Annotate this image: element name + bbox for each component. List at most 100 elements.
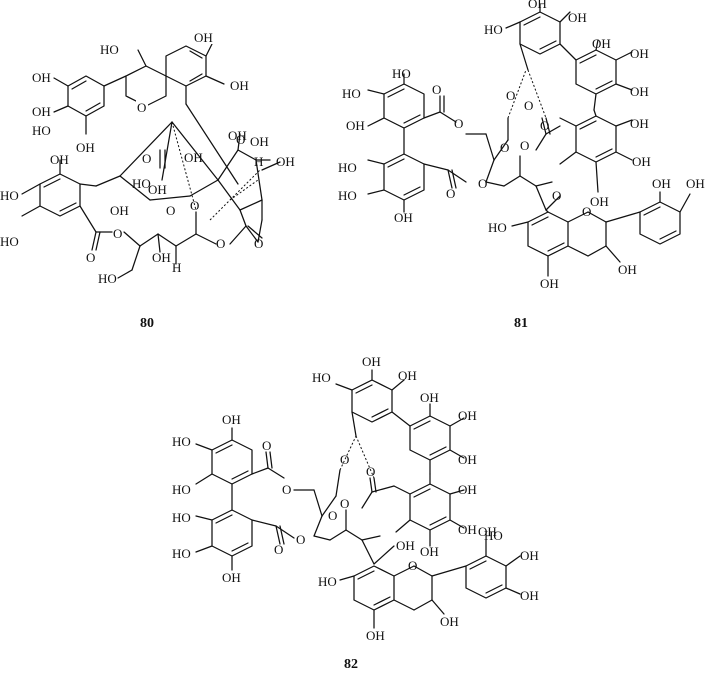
atom-label: HO: [172, 434, 191, 449]
atom-label: O: [540, 118, 549, 133]
atom-label: H: [172, 260, 181, 275]
atom-label: OH: [230, 78, 249, 93]
atom-label: HO: [484, 22, 503, 37]
atom-label: O: [254, 236, 263, 251]
atom-label: HO: [0, 234, 19, 249]
atom-label: HO: [338, 160, 357, 175]
atom-label: OH: [520, 588, 539, 603]
atom-label: O: [506, 88, 515, 103]
atom-label: HO: [342, 86, 361, 101]
atom-label: OH: [630, 84, 649, 99]
atom-label: OH: [394, 210, 413, 225]
atom-label: HO: [0, 188, 19, 203]
atom-label: OH: [528, 0, 547, 11]
atom-label: O: [262, 438, 271, 453]
atom-label: O: [137, 100, 146, 115]
atom-label: OH: [228, 128, 247, 143]
atom-label: OH: [110, 203, 129, 218]
atom-label: HO: [98, 271, 117, 286]
atom-label: OH: [630, 116, 649, 131]
atom-label: HO: [312, 370, 331, 385]
atom-label: OH: [632, 154, 651, 169]
atom-label: OH: [396, 538, 415, 553]
atom-label: OH: [152, 250, 171, 265]
atom-label: HO: [488, 220, 507, 235]
atom-label: OH: [458, 408, 477, 423]
atom-label: OH: [440, 614, 459, 629]
atom-label: HO: [318, 574, 337, 589]
atom-label: HO: [132, 176, 151, 191]
atom-label: O: [86, 250, 95, 265]
atom-label: OH: [50, 152, 69, 167]
atom-label: HO: [172, 510, 191, 525]
compound-number-81: 81: [514, 316, 528, 331]
compound-80-structure: OH HO OH OH OH HO OH OH OH O O HO OH OH …: [0, 30, 295, 331]
atom-label: O: [340, 496, 349, 511]
atom-label: OH: [652, 176, 671, 191]
atom-label: OH: [592, 36, 611, 51]
atom-label: O: [582, 204, 591, 219]
atom-label: O: [520, 138, 529, 153]
atom-label: OH: [222, 412, 241, 427]
compound-81-structure: OH OH HO OH HO OH OH OH HO O O O O O O O…: [338, 0, 705, 331]
atom-label: O: [478, 176, 487, 191]
atom-label: HO: [32, 123, 51, 138]
atom-label: O: [328, 508, 337, 523]
atom-label: OH: [148, 182, 167, 197]
atom-label: O: [552, 188, 561, 203]
atom-label: OH: [76, 140, 95, 155]
atom-label: OH: [520, 548, 539, 563]
atom-label: OH: [458, 452, 477, 467]
atom-label: OH: [184, 150, 203, 165]
atom-label: OH: [362, 354, 381, 369]
atom-label: OH: [540, 276, 559, 291]
atom-label: OH: [630, 46, 649, 61]
atom-label: O: [113, 226, 122, 241]
atom-label: OH: [398, 368, 417, 383]
atom-label: O: [446, 186, 455, 201]
atom-label: OH: [618, 262, 637, 277]
atom-label: O: [408, 558, 417, 573]
atom-label: O: [524, 98, 533, 113]
atom-label: O: [500, 140, 509, 155]
atom-label: O: [216, 236, 225, 251]
atom-label: OH: [686, 176, 705, 191]
atom-label: O: [236, 132, 245, 147]
atom-label: O: [454, 116, 463, 131]
atom-label: O: [190, 198, 199, 213]
atom-label: OH: [420, 390, 439, 405]
atom-label: HO: [392, 66, 411, 81]
atom-label: OH: [32, 104, 51, 119]
atom-label: HO: [172, 546, 191, 561]
atom-label: OH: [366, 628, 385, 643]
atom-label: HO: [172, 482, 191, 497]
atom-label: O: [432, 82, 441, 97]
atom-label: O: [274, 542, 283, 557]
atom-label: OH: [194, 30, 213, 45]
atom-label: O: [142, 151, 151, 166]
atom-label: OH: [420, 544, 439, 559]
atom-label: OH: [32, 70, 51, 85]
atom-label: O: [282, 482, 291, 497]
atom-label: OH: [478, 524, 497, 539]
atom-label: OH: [276, 154, 295, 169]
atom-label: OH: [250, 134, 269, 149]
atom-label: HO: [338, 188, 357, 203]
atom-label: OH: [590, 194, 609, 209]
atom-label: OH: [458, 522, 477, 537]
compound-number-80: 80: [140, 316, 154, 331]
atom-label: H: [254, 154, 263, 169]
atom-label: O: [366, 464, 375, 479]
atom-label: OH: [222, 570, 241, 585]
atom-label: O: [296, 532, 305, 547]
atom-label: O: [166, 203, 175, 218]
atom-label: HO: [100, 42, 119, 57]
atom-label: OH: [568, 10, 587, 25]
atom-label: HO: [484, 528, 503, 543]
atom-label: OH: [346, 118, 365, 133]
atom-label: OH: [458, 482, 477, 497]
atom-label: O: [340, 452, 349, 467]
compound-82-structure: OH OH HO OH OH HO OH OH OH HO O O O O O …: [172, 354, 539, 672]
compound-number-82: 82: [344, 657, 358, 672]
